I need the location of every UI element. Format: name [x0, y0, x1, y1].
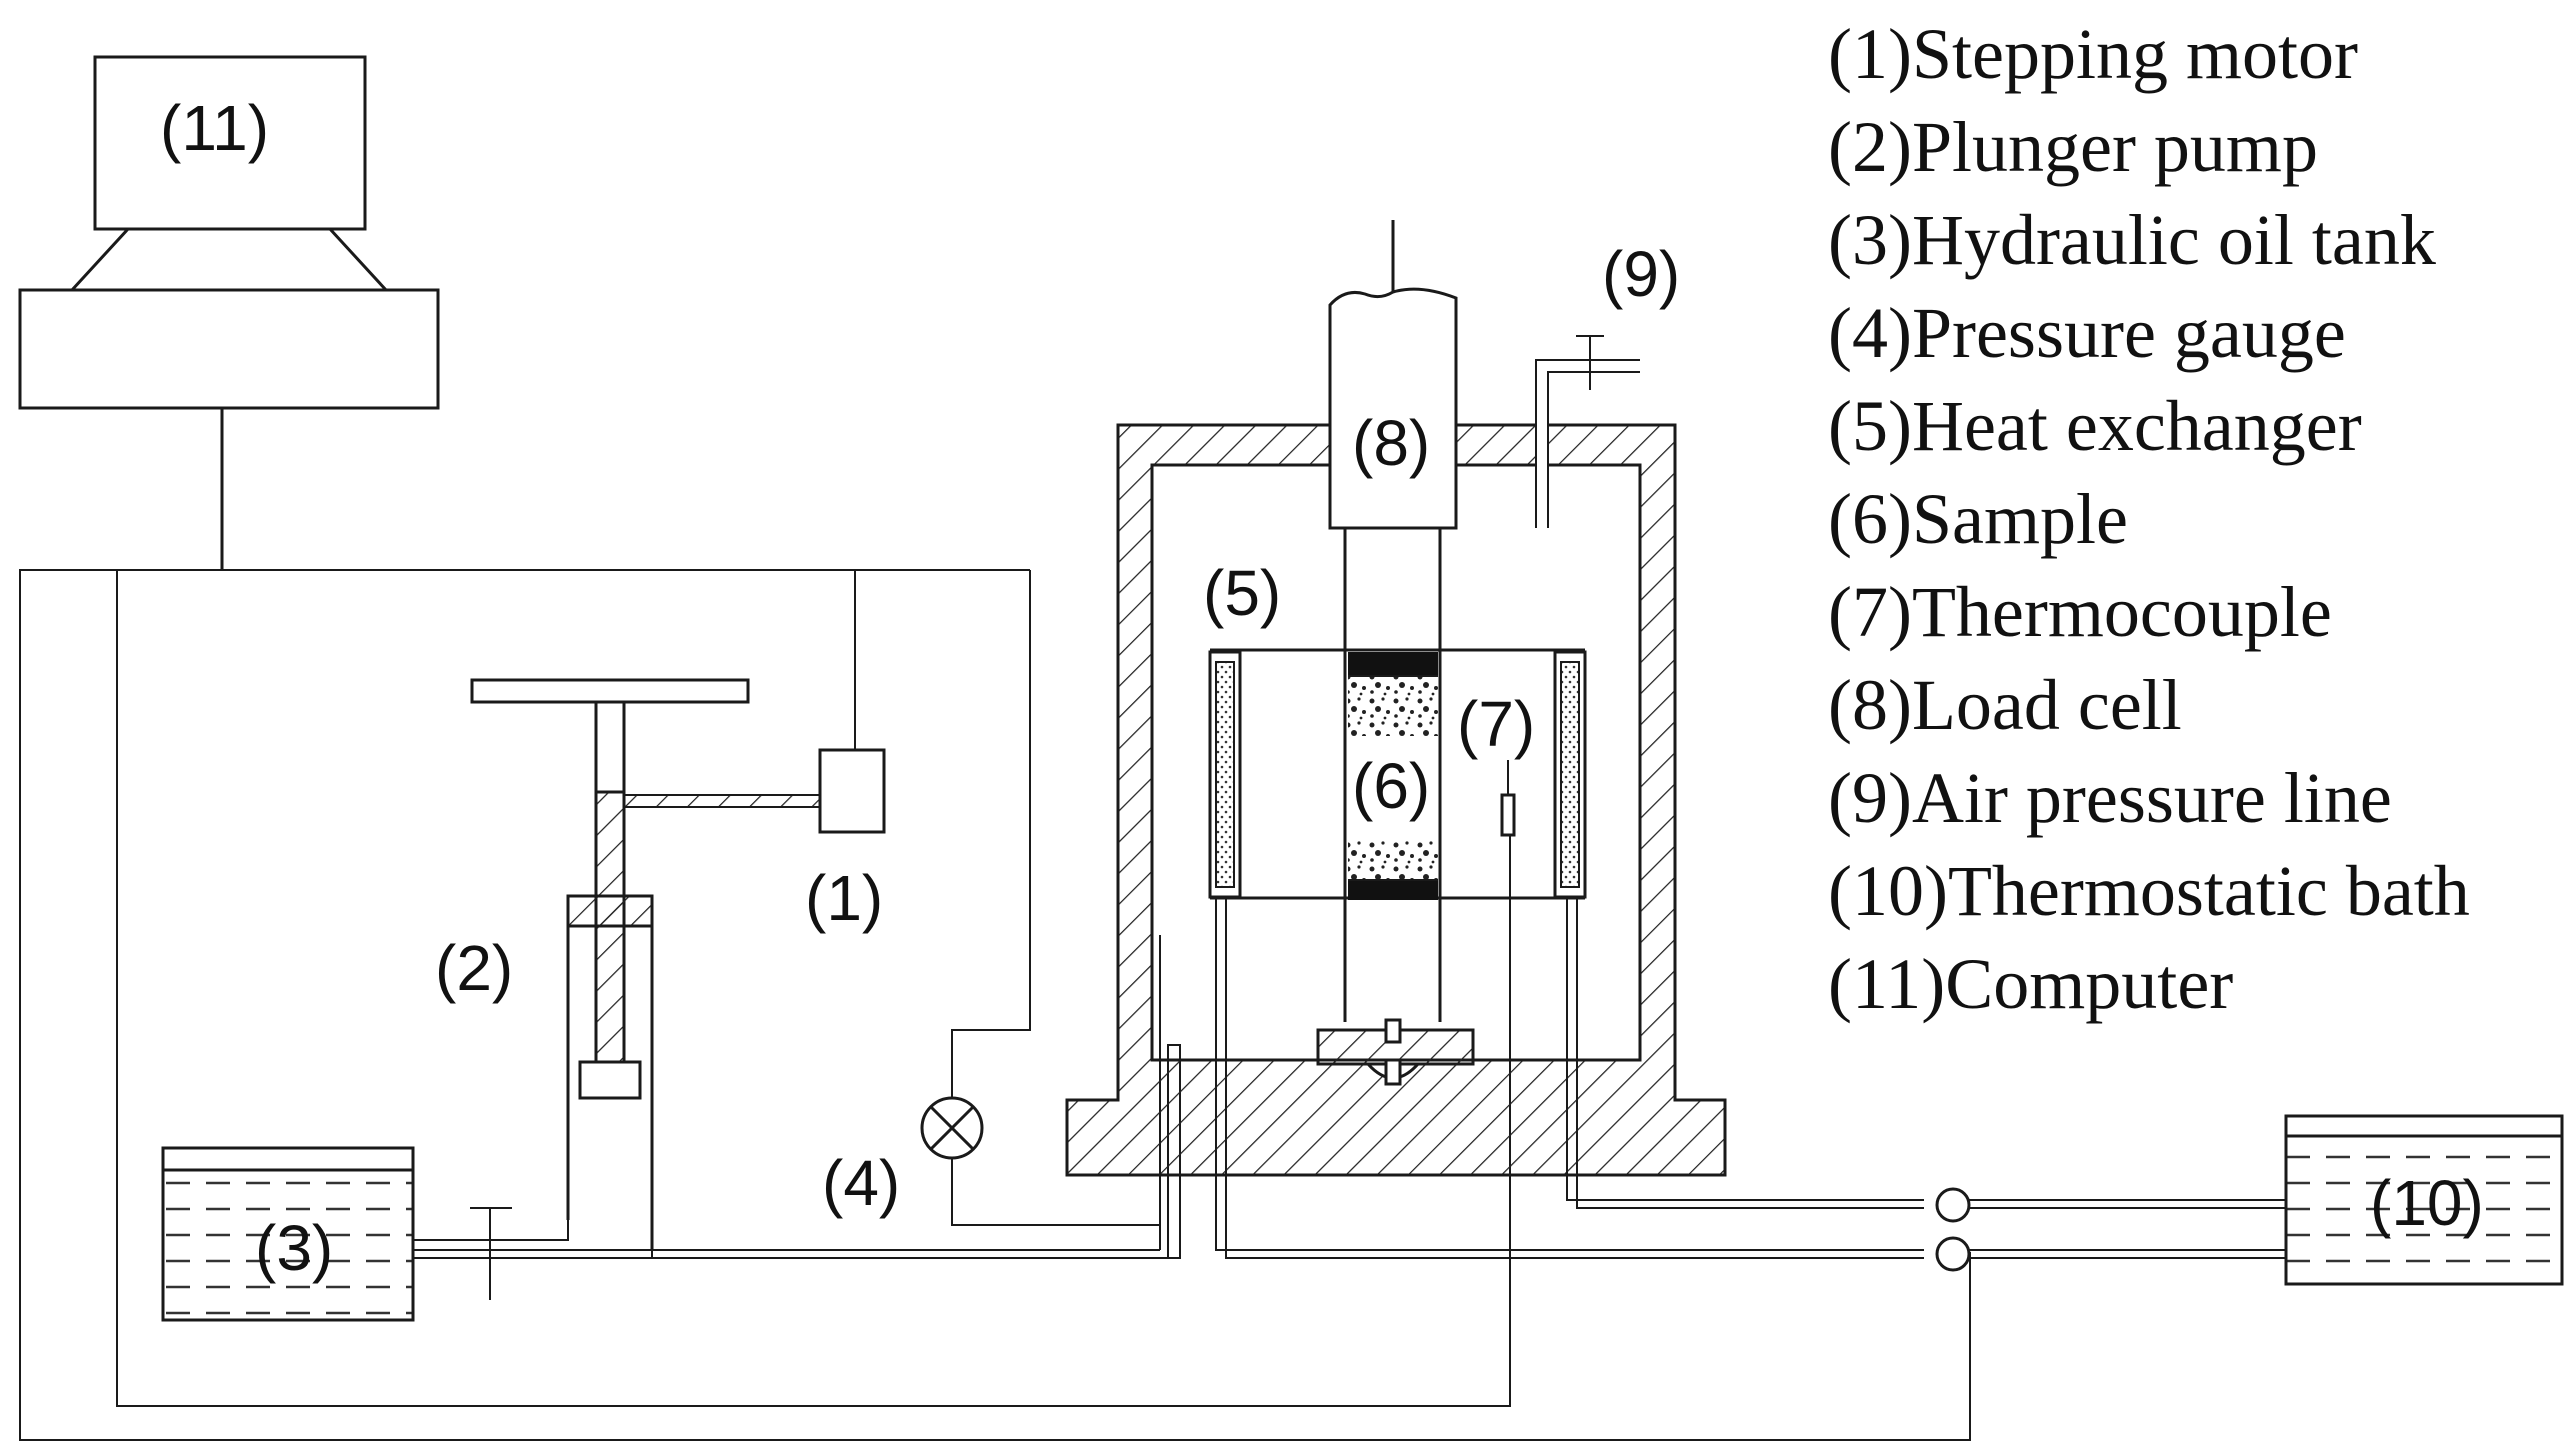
legend-item: (6)Sample — [1828, 479, 2128, 559]
legend-item: (7)Thermocouple — [1828, 572, 2332, 652]
legend-item: (4)Pressure gauge — [1828, 293, 2346, 373]
legend-item: (9)Air pressure line — [1828, 758, 2392, 838]
label-oil-tank: (3) — [255, 1212, 333, 1284]
pipe-junctions — [1935, 1187, 1971, 1272]
legend-item: (8)Load cell — [1828, 665, 2182, 745]
label-pressure-gauge: (4) — [822, 1147, 900, 1219]
label-computer: (11) — [160, 92, 269, 164]
stepping-motor — [818, 748, 886, 834]
sample — [1348, 652, 1438, 900]
label-heat-exchanger: (5) — [1203, 557, 1281, 629]
computer-base — [18, 288, 440, 410]
heat-exchanger — [1208, 648, 1924, 1259]
label-thermostatic-bath: (10) — [2370, 1167, 2484, 1239]
computer-monitor — [93, 55, 367, 231]
pressure-gauge — [920, 1096, 1160, 1226]
legend-item: (3)Hydraulic oil tank — [1828, 200, 2436, 280]
legend-item: (5)Heat exchanger — [1828, 386, 2362, 466]
thermocouple — [1500, 760, 1516, 837]
legend-item: (2)Plunger pump — [1828, 107, 2318, 187]
label-thermocouple: (7) — [1457, 688, 1535, 760]
load-cell — [1328, 220, 1458, 530]
hydraulic-oil-tank — [161, 1146, 415, 1322]
legend-item: (10)Thermostatic bath — [1828, 851, 2470, 931]
base-platen — [1316, 1018, 1475, 1086]
air-pressure-line — [1535, 335, 1640, 528]
component-labels: (11) (1) (2) (3) (4) (5) (6) (7) (8) (9)… — [160, 92, 2484, 1284]
loading-column — [1343, 528, 1442, 1022]
thermostatic-bath — [1969, 1114, 2564, 1286]
legend: (1)Stepping motor (2)Plunger pump (3)Hyd… — [1828, 14, 2470, 1024]
pump-barrel — [566, 894, 654, 928]
label-plunger-pump: (2) — [435, 932, 513, 1004]
pump-handle — [470, 678, 750, 704]
label-air-pressure-line: (9) — [1602, 238, 1680, 310]
legend-item: (1)Stepping motor — [1828, 14, 2358, 94]
hydraulic-piping — [413, 935, 1181, 1300]
label-stepping-motor: (1) — [805, 862, 883, 934]
pump-plunger — [578, 1060, 642, 1100]
label-load-cell: (8) — [1352, 407, 1430, 479]
computer — [18, 55, 440, 410]
legend-item: (11)Computer — [1828, 944, 2233, 1024]
plunger-pump — [470, 678, 827, 1250]
label-sample: (6) — [1352, 750, 1430, 822]
